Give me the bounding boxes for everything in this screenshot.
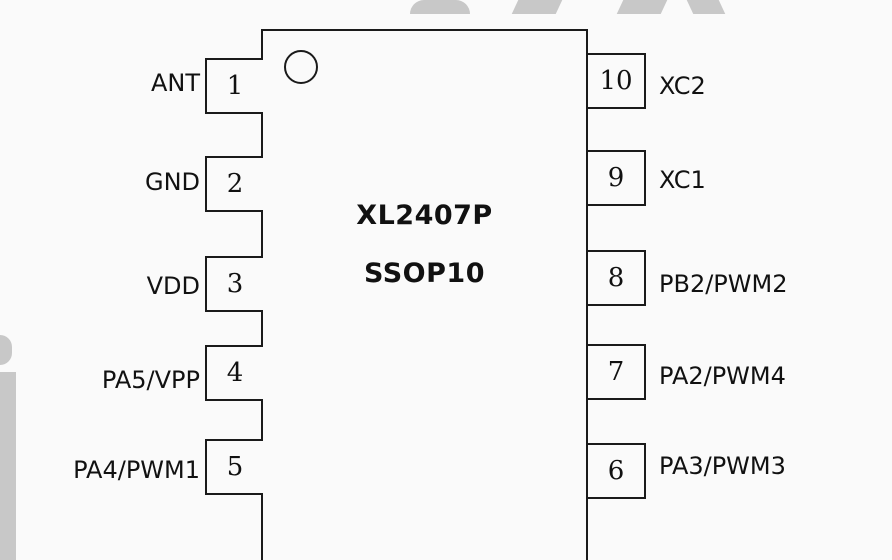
watermark-shape bbox=[0, 335, 12, 365]
pin1-indicator-circle bbox=[284, 50, 318, 84]
pin-label: PA5/VPP bbox=[101, 366, 200, 394]
pin-label: VDD bbox=[146, 272, 200, 300]
watermark-shape bbox=[410, 0, 470, 14]
pin-label: ANT bbox=[150, 69, 200, 97]
pin-label: PB2/PWM2 bbox=[659, 270, 788, 298]
watermark-shape bbox=[686, 0, 726, 14]
pin-box: 2 bbox=[205, 156, 263, 212]
chip-package: SSOP10 bbox=[364, 258, 485, 289]
pin-box: 3 bbox=[205, 256, 263, 312]
pin-label: GND bbox=[144, 168, 200, 196]
pin-box: 8 bbox=[588, 250, 646, 306]
watermark-shape bbox=[0, 372, 16, 560]
chip-body bbox=[261, 29, 588, 560]
pin-box: 7 bbox=[588, 344, 646, 400]
pin-label: PA2/PWM4 bbox=[659, 362, 786, 390]
watermark-shape bbox=[616, 0, 668, 14]
chip-part-number: XL2407P bbox=[356, 200, 493, 231]
pin-box: 1 bbox=[205, 58, 263, 114]
watermark-shape bbox=[511, 0, 563, 14]
pin-box: 4 bbox=[205, 345, 263, 401]
pin-box: 9 bbox=[588, 150, 646, 206]
pin-label: XC1 bbox=[659, 166, 706, 194]
pin-box: 6 bbox=[588, 443, 646, 499]
pin-label: PA3/PWM3 bbox=[659, 452, 786, 480]
pin-label: XC2 bbox=[659, 72, 706, 100]
pin-label: PA4/PWM1 bbox=[73, 456, 200, 484]
pin-box: 5 bbox=[205, 439, 263, 495]
pin-box: 10 bbox=[588, 53, 646, 109]
